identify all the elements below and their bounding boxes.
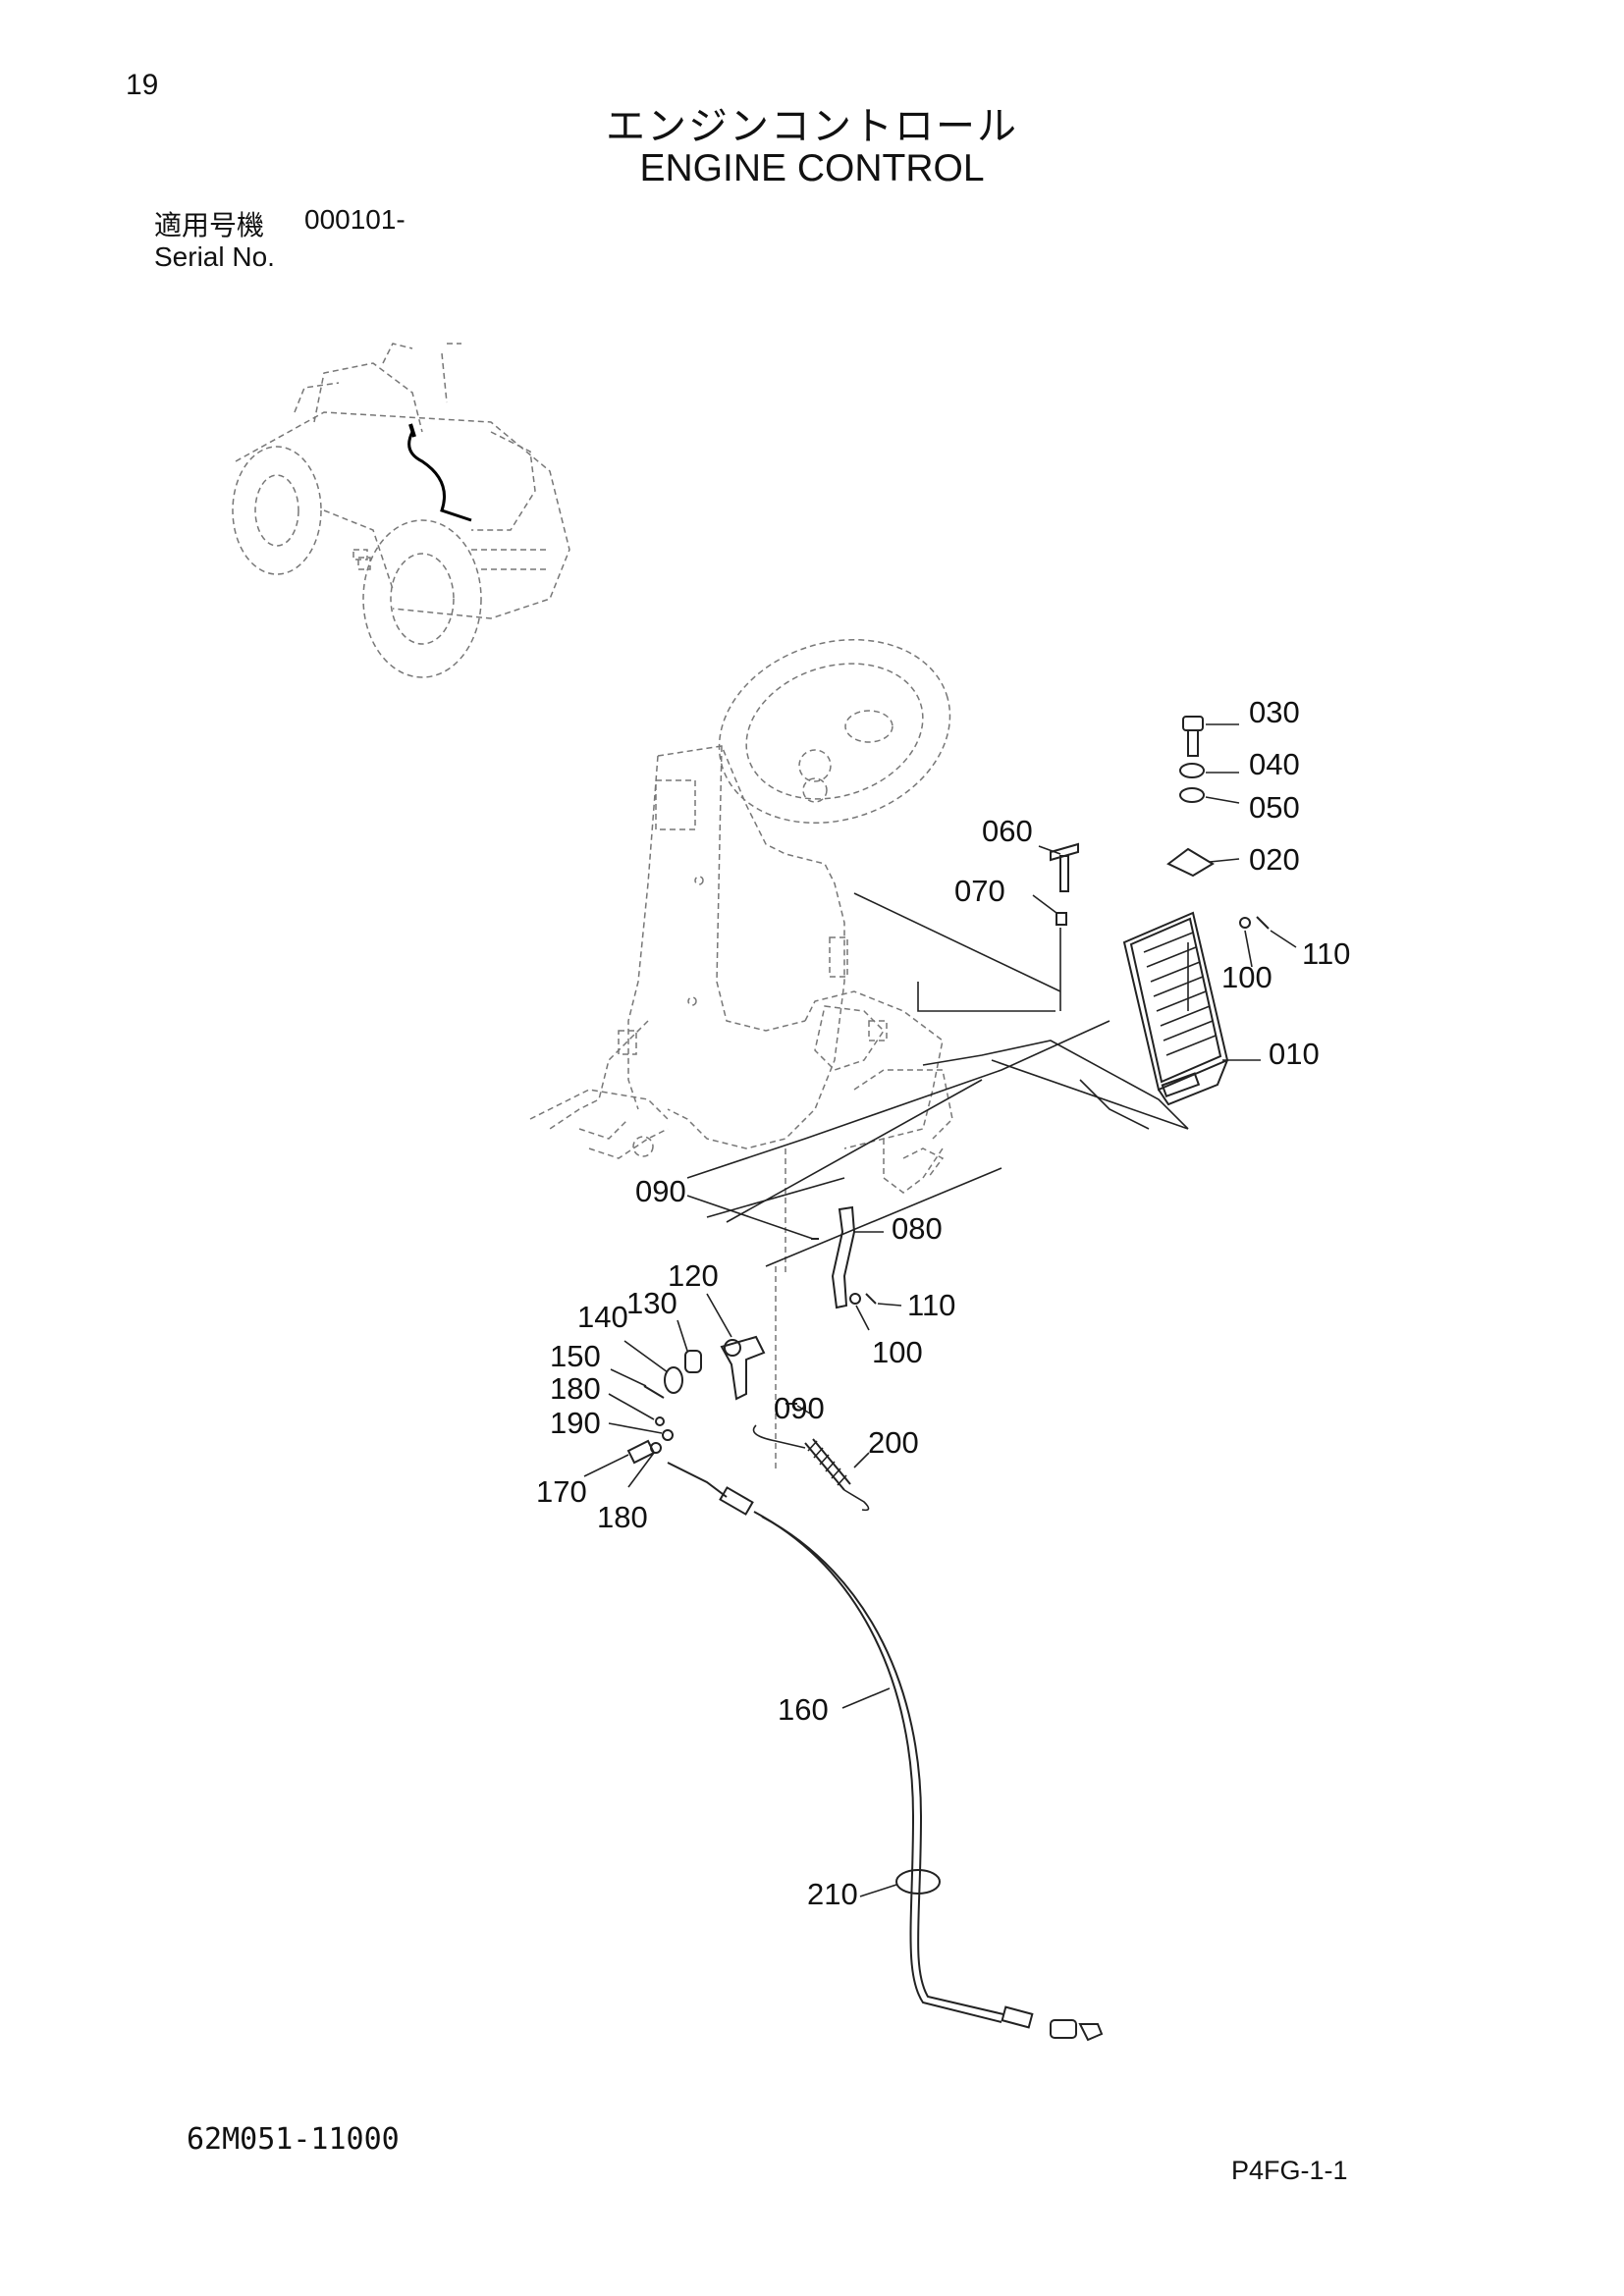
callout-110-upper: 110	[1302, 936, 1350, 971]
lever-080	[831, 1205, 856, 1309]
pin-150	[643, 1385, 665, 1399]
callout-030: 030	[1249, 695, 1300, 729]
serial-label-en: Serial No.	[154, 241, 275, 272]
accelerator-pedal	[1122, 911, 1229, 1106]
clamp-210	[895, 1869, 941, 1895]
callout-010: 010	[1269, 1037, 1320, 1071]
nut-180-upper	[655, 1416, 665, 1426]
callout-120: 120	[668, 1258, 719, 1293]
nut-070	[1056, 912, 1067, 926]
steering-column-sketch	[529, 638, 953, 1472]
callout-140: 140	[577, 1300, 628, 1334]
callout-070: 070	[954, 874, 1005, 908]
callout-110-lower: 110	[907, 1288, 955, 1322]
callout-190: 190	[550, 1406, 601, 1440]
page-title-jp: エンジンコントロール	[606, 104, 1018, 149]
pin-110-lower	[865, 1293, 877, 1305]
callout-130: 130	[626, 1286, 677, 1320]
callout-170: 170	[536, 1474, 587, 1509]
drawing-number: 62M051-11000	[187, 2122, 400, 2157]
callout-100-upper: 100	[1221, 960, 1272, 994]
throttle-cable-160	[667, 1462, 1104, 2042]
callout-040: 040	[1249, 747, 1300, 781]
washer-100-lower	[849, 1293, 861, 1305]
callout-180-lower: 180	[597, 1500, 648, 1534]
callout-020: 020	[1249, 842, 1300, 877]
page-title-en: ENGINE CONTROL	[639, 147, 985, 189]
callout-060: 060	[982, 814, 1033, 848]
washer-190	[662, 1429, 674, 1441]
callout-100-lower: 100	[872, 1335, 923, 1369]
washer-050	[1179, 787, 1205, 803]
bracket-020	[1166, 847, 1215, 878]
spring-200	[752, 1424, 870, 1512]
washer-100-upper	[1239, 917, 1251, 929]
callout-leaders	[583, 723, 1297, 1897]
machine-overview-sketch	[232, 343, 570, 678]
lever-120	[720, 1335, 766, 1401]
callout-090-lower: 090	[774, 1391, 825, 1425]
serial-label-jp: 適用号機	[154, 209, 265, 241]
callout-210: 210	[807, 1877, 858, 1911]
washer-040	[1179, 763, 1205, 778]
collar-130	[684, 1350, 702, 1373]
callout-labels: 030 040 050 020 060 070 110 100 010 090 …	[536, 695, 1350, 1911]
page-number: 19	[126, 69, 159, 101]
serial-value: 000101-	[304, 204, 406, 235]
callout-160: 160	[778, 1692, 829, 1727]
assembly-leader-lines	[686, 892, 1189, 1267]
callout-080: 080	[892, 1211, 943, 1246]
washer-140	[664, 1366, 683, 1394]
pin-110-upper	[1256, 916, 1270, 930]
callout-090-upper: 090	[635, 1174, 686, 1208]
callout-180-upper: 180	[550, 1371, 601, 1406]
callout-200: 200	[868, 1425, 919, 1460]
callout-150: 150	[550, 1339, 601, 1373]
page-code: P4FG-1-1	[1231, 2156, 1348, 2185]
pin-060	[1050, 842, 1079, 892]
joint-170	[626, 1439, 656, 1465]
callout-050: 050	[1249, 790, 1300, 825]
bolt-030	[1182, 716, 1204, 757]
